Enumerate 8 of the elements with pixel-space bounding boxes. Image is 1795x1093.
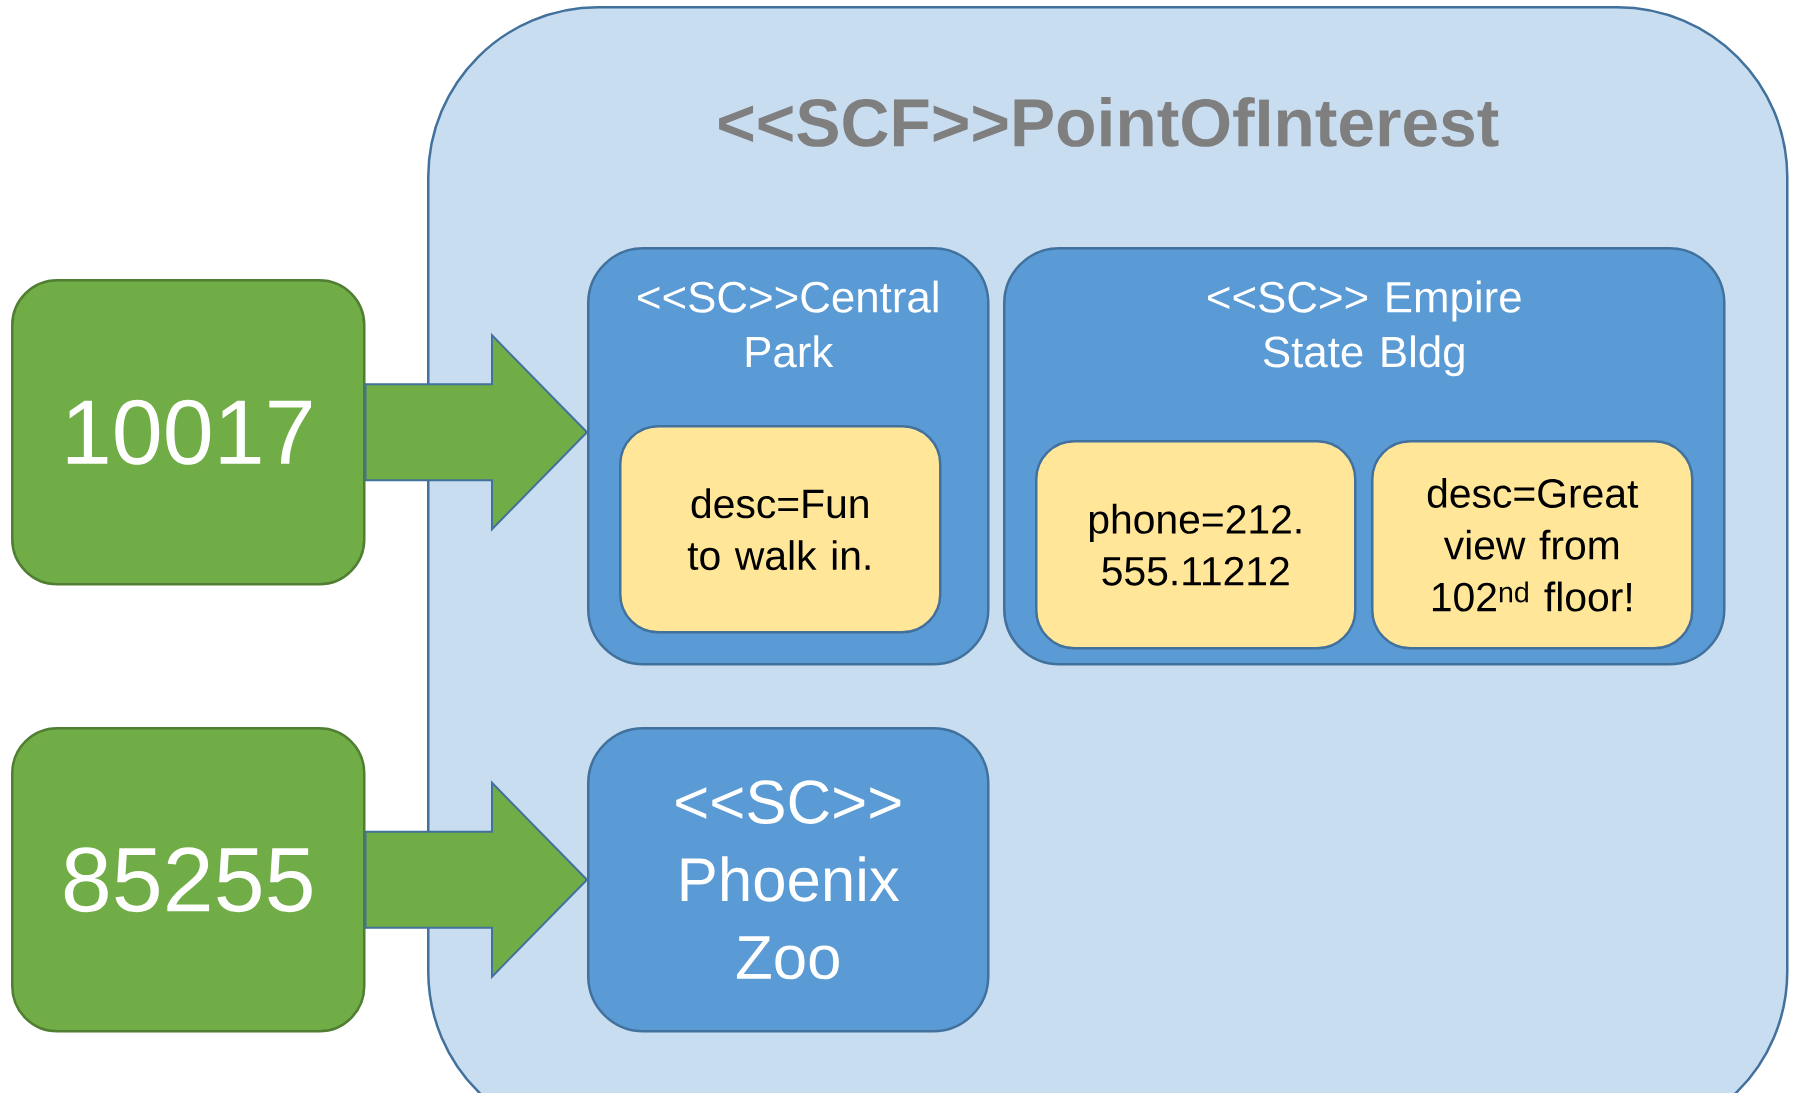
key-box: 85255 [11, 727, 366, 1033]
attribute-box: desc=Great view from 102$^{nd}$ floor! [1371, 440, 1694, 650]
attribute-box: phone=212. 555.11212 [1035, 440, 1357, 650]
attribute-box: desc=Fun to walk in. [619, 425, 942, 634]
block-arrow [364, 780, 589, 980]
sc-box: <<SC>> Phoenix Zoo [587, 727, 990, 1033]
block-arrow [364, 332, 589, 532]
key-box: 10017 [11, 279, 366, 586]
